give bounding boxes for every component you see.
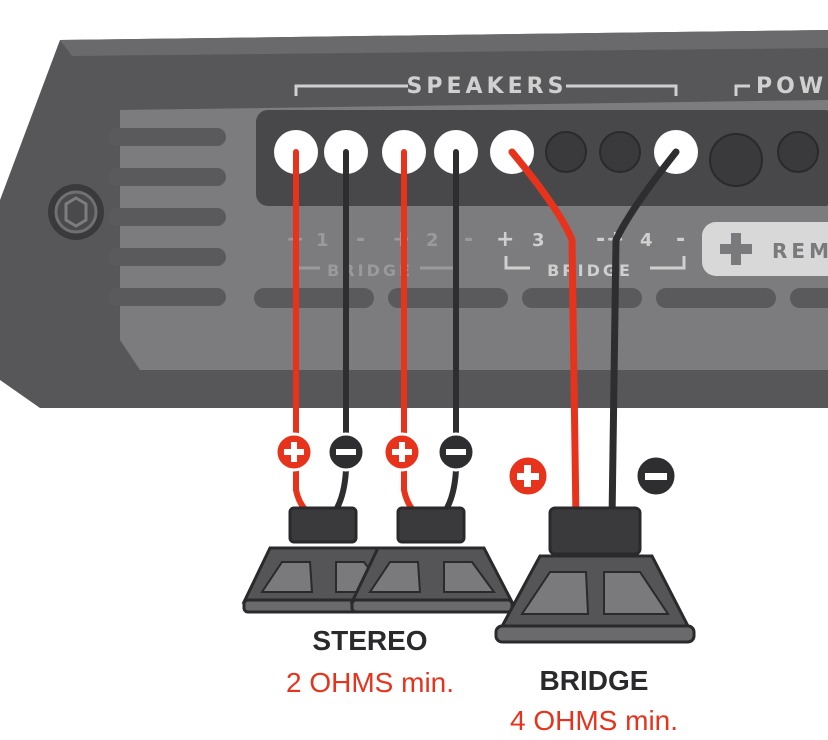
plus-icon	[274, 432, 314, 472]
plus-icon	[506, 454, 550, 498]
ch2-minus-mark: -	[464, 227, 473, 252]
speaker-bridge	[494, 506, 696, 644]
speakers-section-label: SPEAKERS	[407, 74, 568, 99]
bridge-polarity-badges	[506, 454, 678, 498]
speaker-stereo-2	[349, 506, 515, 614]
stereo-title: STEREO	[312, 625, 427, 656]
minus-icon	[436, 432, 476, 472]
ch4-minus-mark: -	[676, 227, 685, 252]
terminal-ch4-positive	[599, 131, 641, 173]
power-terminal	[709, 133, 763, 187]
wire-bridge-positive	[508, 148, 580, 524]
bridge-subtitle: 4 OHMS min.	[510, 705, 678, 736]
ch4-number: 4	[640, 230, 653, 251]
ch3-minus-mark: -	[596, 227, 605, 252]
power-section-label: POWE	[756, 74, 828, 99]
ch1-number: 1	[316, 230, 329, 251]
remote-label: REM	[772, 239, 828, 263]
speakers-bracket	[294, 84, 678, 96]
stereo-subtitle: 2 OHMS min.	[286, 667, 454, 698]
bridge-title: BRIDGE	[540, 665, 649, 696]
wire-bridge-negative	[608, 148, 680, 524]
bridge-bracket-right	[504, 256, 686, 270]
stereo-polarity-badges	[274, 432, 476, 472]
amplifier-top-edge	[60, 30, 828, 56]
channel-markings-bright: + 3 - + 4 -	[496, 227, 685, 252]
bridge-wires	[508, 148, 680, 524]
ch3-plus-mark: +	[496, 227, 514, 252]
side-vents	[108, 128, 226, 306]
terminal-ch3-negative	[545, 131, 587, 173]
minus-icon	[634, 454, 678, 498]
screw-icon	[48, 184, 104, 240]
bottom-vents	[254, 288, 828, 308]
power-bracket	[734, 84, 750, 96]
remote-plus-icon	[720, 233, 752, 265]
bridge-label-right: BRIDGE	[547, 261, 633, 280]
terminals	[274, 130, 819, 187]
plus-icon	[382, 432, 422, 472]
ch1-minus-mark: -	[356, 227, 365, 252]
minus-icon	[326, 432, 366, 472]
ch3-number: 3	[532, 230, 545, 251]
ch2-number: 2	[426, 230, 439, 251]
power-terminal-2	[777, 131, 819, 173]
speaker-stereo-1	[241, 506, 407, 614]
bridge-label-left: BRIDGE	[327, 261, 413, 280]
